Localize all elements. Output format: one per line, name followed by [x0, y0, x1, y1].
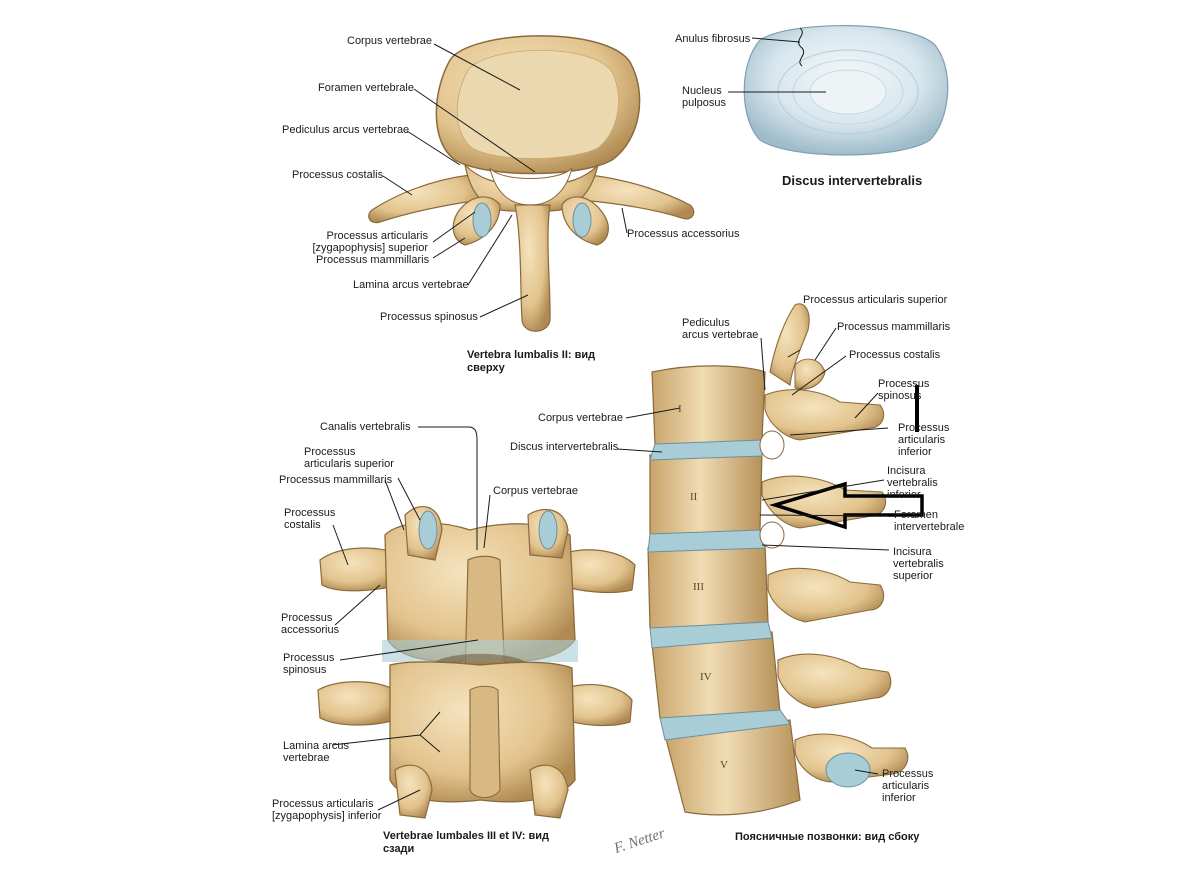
label-articularis-superior-posterior: Processus articularis superior	[304, 446, 394, 470]
label-processus-costalis-top: Processus costalis	[292, 169, 384, 181]
label-articularis-superior-top: Processus articularis [zygapophysis] sup…	[312, 230, 428, 254]
vertebral-column-lateral-view	[647, 303, 909, 816]
label-mammillaris-top: Processus mammillaris	[316, 254, 430, 266]
label-mammillaris-lateral: Processus mammillaris	[837, 321, 951, 333]
caption-posterior-view: Vertebrae lumbales III et IV: вид сзади	[383, 830, 550, 855]
numeral-1: I	[678, 403, 682, 415]
label-lamina-posterior: Lamina arcus vertebrae	[283, 740, 350, 764]
numeral-2: II	[690, 491, 698, 503]
label-spinosus-lateral: Processus spinosus	[878, 378, 930, 402]
label-pediculus-lateral: Pediculus arcus vertebrae	[682, 317, 759, 341]
label-incisura-inferior: Incisura vertebralis inferior	[887, 465, 938, 501]
label-accessorius-posterior: Processus accessorius	[281, 612, 340, 636]
caption-superior-view: Vertebra lumbalis II: вид сверху	[467, 349, 596, 374]
label-articularis-inferior-posterior: Processus articularis [zygapophysis] inf…	[272, 798, 382, 822]
label-foramen-intervertebrale: Foramen intervertebrale	[894, 509, 965, 533]
intervertebral-disc	[743, 25, 949, 156]
label-corpus-lateral: Corpus vertebrae	[538, 412, 623, 424]
leader-lines	[331, 27, 890, 811]
artist-signature: F. Netter	[611, 825, 667, 857]
vertebrae-posterior-view	[317, 506, 636, 819]
label-incisura-superior: Incisura vertebralis superior	[893, 546, 944, 582]
label-articularis-superior-lateral: Processus articularis superior	[803, 294, 948, 306]
caption-lateral-view: Поясничные позвонки: вид сбоку	[735, 831, 920, 843]
numeral-5: V	[720, 759, 728, 771]
label-corpus-vertebrae-top: Corpus vertebrae	[347, 35, 432, 47]
label-costalis-posterior: Processus costalis	[284, 507, 336, 531]
caption-disc: Discus intervertebralis	[782, 173, 923, 188]
label-pediculus-top: Pediculus arcus vertebrae	[282, 124, 410, 136]
numeral-3: III	[693, 581, 704, 593]
label-corpus-posterior: Corpus vertebrae	[493, 485, 578, 497]
label-accessorius-top: Processus accessorius	[627, 228, 740, 240]
label-nucleus-pulposus: Nucleus pulposus	[682, 85, 727, 109]
label-articularis-inferior-lateral: Processus articularis inferior	[898, 422, 950, 458]
vertebra-numerals: I II III IV V	[678, 403, 728, 771]
label-canalis-vertebralis: Canalis vertebralis	[320, 421, 411, 433]
label-spinosus-posterior: Processus spinosus	[283, 652, 335, 676]
label-spinosus-top: Processus spinosus	[380, 311, 478, 323]
label-discus-lateral: Discus intervertebralis	[510, 441, 619, 453]
label-costalis-lateral: Processus costalis	[849, 349, 941, 361]
label-articularis-inferior-bottom: Processus articularis inferior	[882, 768, 934, 804]
label-foramen-vertebrale: Foramen vertebrale	[318, 82, 414, 94]
label-anulus-fibrosus: Anulus fibrosus	[675, 33, 751, 45]
label-lamina-top: Lamina arcus vertebrae	[353, 279, 469, 291]
numeral-4: IV	[700, 671, 712, 683]
label-mammillaris-posterior: Processus mammillaris	[279, 474, 393, 486]
